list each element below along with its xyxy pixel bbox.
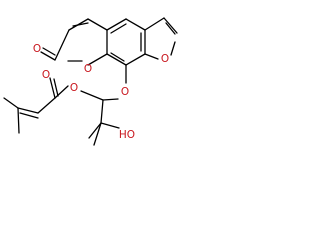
- lactone-oxygen-label: O: [84, 63, 92, 75]
- ester-group: [3, 77, 69, 134]
- molecule-structure: O O O O O O HO: [3, 17, 178, 146]
- side-chain: [80, 64, 127, 146]
- ester-carbonyl-oxygen-label: O: [42, 69, 50, 81]
- carbonyl-oxygen-label: O: [33, 43, 41, 55]
- ether-oxygen-label: O: [121, 86, 129, 98]
- ester-oxygen-label: O: [70, 82, 78, 94]
- benzene-ring: [106, 18, 146, 66]
- furan-oxygen-label: O: [161, 53, 169, 65]
- hydroxyl-label: HO: [119, 129, 135, 141]
- furan-ring: [144, 17, 178, 60]
- pyranone-ring: [40, 18, 108, 66]
